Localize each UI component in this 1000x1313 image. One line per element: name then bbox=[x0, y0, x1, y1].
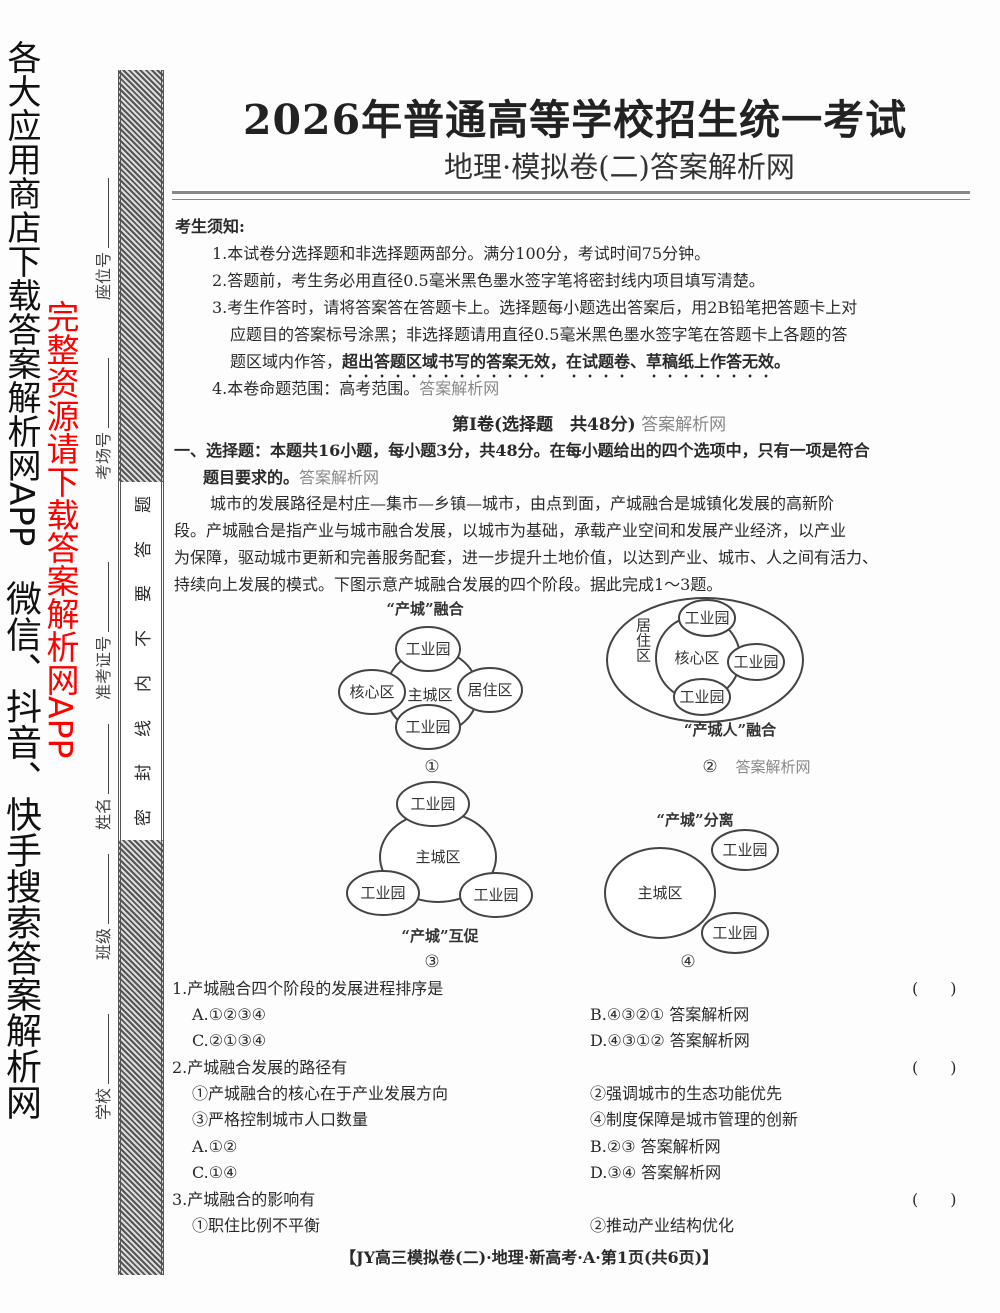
notice-heading: 考生须知: bbox=[175, 217, 245, 236]
figure-number: ② bbox=[702, 757, 717, 777]
header-rule bbox=[172, 191, 970, 200]
figure-2: 工业园 核心区 工业园 工业园 居住区 “产城人”融合 ② 答案解析网 bbox=[606, 597, 811, 777]
statement: ④制度保障是城市管理的创新 bbox=[590, 1110, 799, 1129]
node-label: 工业园 bbox=[360, 884, 405, 902]
watermark-bottom-right: 微信、抖音、快手搜索答案解析网 bbox=[0, 580, 41, 1120]
figure-caption: “产城人”融合 bbox=[684, 721, 777, 739]
section-title: 第Ⅰ卷(选择题 共48分) 答案解析网 bbox=[452, 410, 726, 435]
node-label: 核心区 bbox=[349, 683, 394, 701]
question-2-stem: 2.产城融合发展的路径有 bbox=[172, 1058, 348, 1077]
seal-band-top bbox=[118, 70, 164, 482]
figure-caption: “产城”融合 bbox=[386, 600, 464, 618]
node-label: 工业园 bbox=[405, 718, 450, 736]
notice-item-line: 4.本卷命题范围：高考范围。答案解析网 bbox=[212, 375, 499, 402]
passage-line: 段。产城融合是指产业与城市融合发展，以城市为基础，承载产业空间和发展产业经济，以… bbox=[174, 521, 847, 540]
figure-number: ④ bbox=[680, 952, 695, 972]
figure-caption: “产城”互促 bbox=[401, 927, 479, 945]
statement: ①职住比例不平衡 bbox=[192, 1216, 321, 1235]
node-label: 主城区 bbox=[637, 884, 682, 902]
node-label: 工业园 bbox=[722, 841, 767, 859]
notice-watermark-text: 答案解析网 bbox=[419, 379, 500, 398]
instruction-text: 题目要求的。 bbox=[203, 468, 300, 487]
page-footer: 【JY高三模拟卷(二)·地理·新高考·A·第1页(共6页)】 bbox=[340, 1248, 719, 1267]
figure-1: “产城”融合 工业园 核心区 主城区 居住区 工业园 ① bbox=[338, 600, 523, 777]
option-c[interactable]: C.①④ bbox=[192, 1163, 238, 1182]
node-label: 工业园 bbox=[712, 924, 757, 942]
figure-3: 工业园 主城区 工业园 工业园 “产城”互促 ③ bbox=[346, 781, 533, 972]
statement: ③严格控制城市人口数量 bbox=[192, 1110, 369, 1129]
answer-bracket: ( ) bbox=[912, 1058, 957, 1077]
exam-subtitle: 地理·模拟卷(二)答案解析网 bbox=[444, 150, 795, 184]
question-1-stem: 1.产城融合四个阶段的发展进程排序是 bbox=[172, 979, 444, 998]
figure-4: “产城”分离 主城区 工业园 工业园 ④ bbox=[604, 811, 779, 972]
watermark-top-left: 各大应用商店下载答案解析网APP bbox=[1, 40, 41, 547]
section-instruction: 一、选择题：本题共16小题，每小题3分，共48分。在每小题给出的四个选项中，只有… bbox=[174, 441, 870, 460]
option-d[interactable]: D.④③①② 答案解析网 bbox=[590, 1031, 750, 1050]
answer-bracket: ( ) bbox=[912, 1190, 957, 1209]
node-label: 主城区 bbox=[415, 848, 460, 866]
option-b[interactable]: B.②③ 答案解析网 bbox=[590, 1137, 721, 1156]
notice-item: 应题目的答案标号涂黑；非选择题请用直径0.5毫米黑色墨水签字笔在答题卡上各题的答 bbox=[230, 325, 848, 344]
node-label: 居住区 bbox=[634, 618, 652, 663]
figure-number: ③ bbox=[424, 952, 439, 972]
notice-text: 4.本卷命题范围：高考范围。 bbox=[212, 379, 420, 398]
question-3-stem: 3.产城融合的影响有 bbox=[172, 1190, 316, 1209]
answer-bracket: ( ) bbox=[912, 979, 957, 998]
notice-item: 2.答题前，考生务必用直径0.5毫米黑色墨水签字笔将密封线内项目填写清楚。 bbox=[212, 271, 765, 290]
instruction-suffix: 答案解析网 bbox=[299, 468, 380, 487]
seal-window: 题 答 要 不 内 线 封 密 bbox=[118, 482, 164, 840]
watermark-center: 完整资源请下载答案解析网APP bbox=[41, 300, 80, 759]
statement: ①产城融合的核心在于产业发展方向 bbox=[192, 1084, 449, 1103]
notice-text: 题区域内作答， bbox=[230, 352, 343, 371]
node-label: 工业园 bbox=[410, 795, 455, 813]
node-label: 工业园 bbox=[405, 640, 450, 658]
exam-title: 2026年普通高等学校招生统一考试 bbox=[243, 96, 908, 144]
option-a[interactable]: A.①②③④ bbox=[192, 1005, 267, 1024]
figure-caption: “产城”分离 bbox=[656, 811, 733, 829]
statement: ②强调城市的生态功能优先 bbox=[590, 1084, 783, 1103]
option-b[interactable]: B.④③②① 答案解析网 bbox=[590, 1005, 750, 1024]
passage-line: 持续向上发展的模式。下图示意产城融合发展的四个阶段。据此完成1～3题。 bbox=[174, 575, 723, 594]
passage-line: 城市的发展路径是村庄—集市—乡镇—城市，由点到面，产城融合是城镇化发展的高新阶 bbox=[210, 494, 835, 513]
section-instruction-line2: 题目要求的。答案解析网 bbox=[203, 464, 379, 491]
node-label: 工业园 bbox=[684, 609, 729, 627]
figure-suffix: 答案解析网 bbox=[735, 758, 810, 776]
seal-band-bottom bbox=[118, 840, 164, 1275]
node-label: 工业园 bbox=[473, 886, 518, 904]
notice-item: 1.本试卷分选择题和非选择题两部分。满分100分，考试时间75分钟。 bbox=[212, 244, 711, 263]
node-label: 核心区 bbox=[674, 649, 719, 667]
section-title-suffix: 答案解析网 bbox=[641, 415, 727, 435]
notice-emphasis: 超出答题区域书写的答案无效，在试题卷、草稿纸上作答无效。 bbox=[342, 352, 791, 371]
notice-item-line: 题区域内作答，超出答题区域书写的答案无效，在试题卷、草稿纸上作答无效。 bbox=[230, 348, 790, 381]
statement: ②推动产业结构优化 bbox=[590, 1216, 735, 1235]
section-title-text: 第Ⅰ卷(选择题 共48分) bbox=[452, 415, 636, 435]
node-label: 工业园 bbox=[733, 653, 778, 671]
option-a[interactable]: A.①② bbox=[192, 1137, 238, 1156]
node-label: 工业园 bbox=[679, 688, 724, 706]
node-label: 居住区 bbox=[467, 681, 512, 699]
option-c[interactable]: C.②①③④ bbox=[192, 1031, 267, 1050]
passage-line: 为保障，驱动城市更新和完善服务配套，进一步提升土地价值，以达到产业、城市、人之间… bbox=[174, 548, 879, 567]
figure-number: ① bbox=[424, 757, 439, 777]
option-d[interactable]: D.③④ 答案解析网 bbox=[590, 1163, 722, 1182]
notice-item: 3.考生作答时，请将答案答在答题卡上。选择题每小题选出答案后，用2B铅笔把答题卡… bbox=[212, 298, 858, 317]
node-label: 主城区 bbox=[407, 686, 452, 704]
